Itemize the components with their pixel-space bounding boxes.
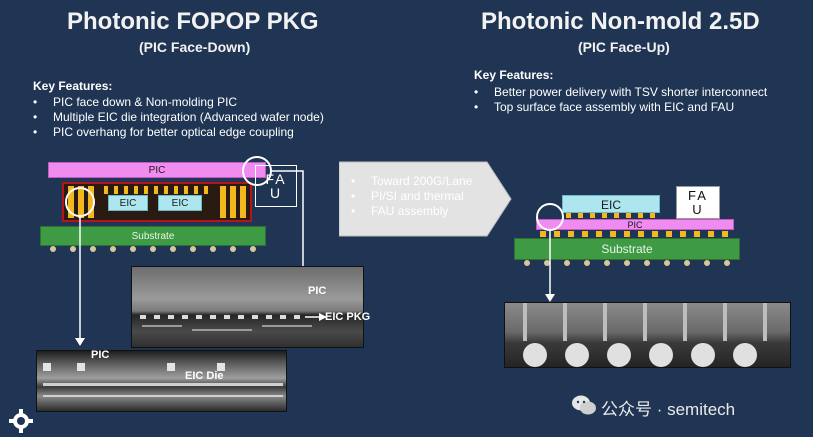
right-eic-label: EIC [600, 198, 621, 212]
right-fau-label: FA U [688, 188, 708, 217]
right-features-list: Better power delivery with TSV shorter i… [466, 85, 767, 115]
center-arrow-item: FAU assembly [343, 204, 472, 219]
left-substrate-label: Substrate [131, 231, 175, 242]
left-sem-bottom-pic-label: PIC [91, 349, 110, 361]
right-eic: EIC [562, 195, 660, 213]
right-feature-item: Top surface face assembly with EIC and F… [466, 100, 767, 115]
left-eic-die-1-label: EIC [119, 198, 137, 209]
left-sem-bottom-texture [43, 363, 283, 397]
center-arrow-list: Toward 200G/Lane PI/SI and thermal FAU a… [343, 174, 472, 219]
logo-gear-icon [9, 409, 33, 433]
right-subtitle: (PIC Face-Up) [578, 39, 670, 55]
left-features-list: PIC face down & Non-molding PIC Multiple… [25, 95, 324, 140]
right-callout-circle [536, 203, 564, 231]
right-callout-arrowhead [545, 294, 555, 302]
left-sem-top-texture [140, 315, 312, 331]
left-substrate-balls [50, 246, 256, 252]
right-substrate-balls [524, 260, 730, 266]
watermark-text: 公众号 · semitech [601, 400, 736, 419]
left-sem-image-bottom [36, 350, 287, 412]
left-callout-line-right [271, 170, 304, 280]
right-title: Photonic Non-mold 2.5D [481, 8, 760, 35]
left-sem-bottom-eic-die-label: EIC Die [185, 370, 224, 382]
left-substrate: Substrate [40, 226, 266, 246]
left-package-pillars [68, 186, 246, 218]
center-arrow-item: PI/SI and thermal [343, 189, 472, 204]
left-feature-item: Multiple EIC die integration (Advanced w… [25, 110, 324, 125]
left-subtitle: (PIC Face-Down) [139, 39, 251, 55]
left-eic-die-2-label: EIC [171, 198, 189, 209]
left-feature-item: PIC face down & Non-molding PIC [25, 95, 324, 110]
right-pic-label: PIC [627, 220, 643, 230]
left-eic-die-1: EIC [108, 195, 148, 211]
right-key-features-label: Key Features: [474, 68, 554, 82]
right-pic: PIC [536, 219, 734, 230]
right-substrate: Substrate [514, 238, 740, 260]
right-interposer-bumps [540, 231, 728, 237]
left-pic-label: PIC [148, 165, 166, 176]
left-sem-top-pic-label: PIC [308, 285, 327, 297]
right-feature-item: Better power delivery with TSV shorter i… [466, 85, 767, 100]
center-arrow-item: Toward 200G/Lane [343, 174, 472, 189]
right-sem-image [504, 302, 791, 368]
left-title: Photonic FOPOP PKG [67, 8, 319, 35]
right-sem-texture [523, 303, 767, 367]
left-sem-top-eic-pkg-label: EIC PKG [325, 311, 371, 323]
left-feature-item: PIC overhang for better optical edge cou… [25, 125, 324, 140]
right-fau: FA U [676, 186, 720, 219]
left-callout-arrowhead-1 [75, 338, 85, 346]
right-eic-bumps [566, 213, 655, 218]
wechat-icon [572, 395, 596, 415]
right-substrate-label: Substrate [601, 242, 653, 256]
left-eic-die-2: EIC [158, 195, 202, 211]
left-sem-top-arrow [305, 313, 327, 321]
left-key-features-label: Key Features: [33, 79, 113, 93]
left-sem-image-top [131, 266, 364, 348]
left-pic: PIC [48, 162, 266, 178]
